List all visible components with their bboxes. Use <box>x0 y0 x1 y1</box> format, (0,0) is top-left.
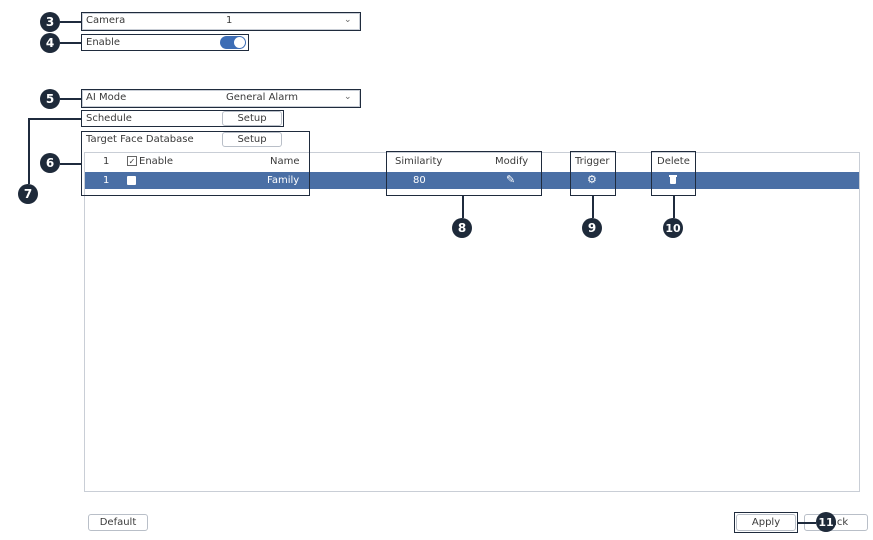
default-button[interactable]: Default <box>88 514 148 531</box>
row-enable-checkbox[interactable] <box>127 176 136 185</box>
callout-box-enable <box>81 34 249 51</box>
callout-11: 11 <box>816 512 836 532</box>
gear-icon[interactable]: ⚙ <box>587 173 597 186</box>
schedule-label: Schedule <box>86 113 132 124</box>
header-trigger: Trigger <box>575 156 610 167</box>
ai-mode-value: General Alarm <box>226 92 299 103</box>
ai-mode-label: AI Mode <box>86 92 127 103</box>
leader-line <box>592 196 594 218</box>
leader-line <box>28 118 82 120</box>
camera-select[interactable] <box>82 13 360 30</box>
leader-line <box>673 196 675 218</box>
callout-box-camera <box>81 12 361 31</box>
apply-button[interactable]: Apply <box>736 514 796 531</box>
enable-label: Enable <box>86 37 121 48</box>
callout-4: 4 <box>40 33 60 53</box>
schedule-setup-button[interactable]: Setup <box>222 111 282 126</box>
callout-6: 6 <box>40 153 60 173</box>
leader-line <box>60 42 82 44</box>
callout-box-apply <box>734 512 798 533</box>
callout-box-delete <box>651 151 696 196</box>
leader-line <box>462 196 464 218</box>
leader-line <box>798 522 816 524</box>
row-index: 1 <box>103 175 110 186</box>
callout-10: 10 <box>663 218 683 238</box>
target-db-label: Target Face Database <box>86 134 194 145</box>
callout-5: 5 <box>40 89 60 109</box>
leader-line <box>28 118 30 184</box>
header-delete: Delete <box>657 156 690 167</box>
leader-line <box>60 21 82 23</box>
ai-mode-select[interactable] <box>82 90 360 107</box>
callout-8: 8 <box>452 218 472 238</box>
leader-line <box>60 98 82 100</box>
header-modify: Modify <box>495 156 529 167</box>
callout-3: 3 <box>40 12 60 32</box>
row-name: Family <box>267 175 300 186</box>
target-db-setup-button[interactable]: Setup <box>222 132 282 147</box>
chevron-down-icon[interactable]: ⌄ <box>344 15 352 25</box>
camera-value: 1 <box>226 15 233 26</box>
enable-toggle[interactable] <box>220 36 246 49</box>
callout-box-trigger <box>570 151 616 196</box>
callout-box-table-left <box>81 131 310 196</box>
camera-label: Camera <box>86 15 126 26</box>
callout-box-ai-mode <box>81 89 361 108</box>
face-table <box>84 152 860 492</box>
chevron-down-icon[interactable]: ⌄ <box>344 92 352 102</box>
table-row[interactable] <box>85 172 859 189</box>
header-similarity: Similarity <box>395 156 443 167</box>
toggle-knob <box>234 37 245 48</box>
callout-box-similarity <box>386 151 542 196</box>
leader-line <box>60 163 82 165</box>
trash-icon[interactable] <box>668 174 678 185</box>
header-enable-checkbox[interactable]: ✓ <box>127 156 137 166</box>
pencil-icon[interactable]: ✎ <box>506 173 516 186</box>
callout-box-schedule <box>81 110 284 127</box>
callout-9: 9 <box>582 218 602 238</box>
callout-7: 7 <box>18 184 38 204</box>
header-index: 1 <box>103 156 110 167</box>
row-similarity: 80 <box>413 175 426 186</box>
header-name: Name <box>270 156 300 167</box>
enable-row <box>82 35 248 51</box>
header-enable: Enable <box>139 156 174 167</box>
